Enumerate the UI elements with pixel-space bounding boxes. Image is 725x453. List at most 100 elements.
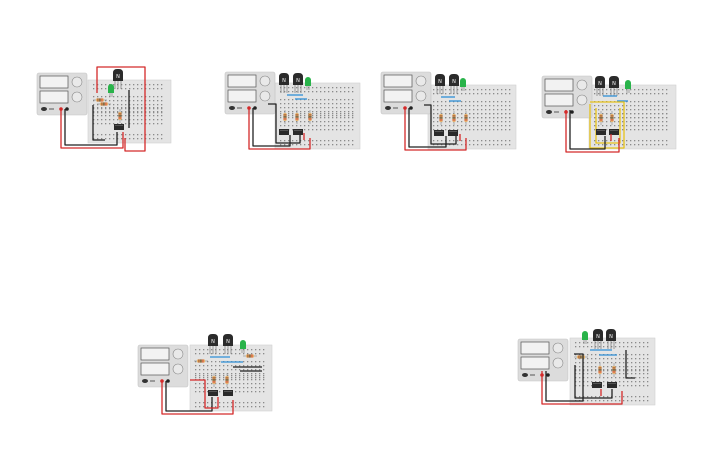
breadboard-hole	[457, 105, 459, 107]
breadboard-hole	[630, 101, 632, 103]
breadboard-hole	[666, 89, 668, 91]
resistor-band	[580, 355, 582, 359]
breadboard-hole	[630, 113, 632, 115]
breadboard-hole	[336, 121, 338, 123]
breadboard-hole	[125, 115, 127, 117]
breadboard-hole	[643, 396, 645, 398]
breadboard-hole	[223, 375, 225, 377]
resistor-band	[464, 119, 468, 121]
breadboard-hole	[109, 108, 111, 110]
breadboard-hole	[113, 96, 115, 98]
breadboard-hole	[606, 129, 608, 131]
breadboard-hole	[288, 144, 290, 146]
breadboard-hole	[259, 391, 261, 393]
breadboard-hole	[614, 140, 616, 142]
voltage-knob	[172, 348, 184, 360]
breadboard-hole	[465, 105, 467, 107]
breadboard-hole	[223, 406, 225, 408]
breadboard-hole	[247, 375, 249, 377]
breadboard-hole	[215, 379, 217, 381]
breadboard-hole	[219, 375, 221, 377]
breadboard-hole	[666, 121, 668, 123]
breadboard-hole	[109, 96, 111, 98]
breadboard-hole	[607, 358, 609, 360]
breadboard-hole	[117, 138, 119, 140]
breadboard-hole	[627, 370, 629, 372]
breadboard-hole	[259, 377, 261, 379]
breadboard-hole	[465, 109, 467, 111]
breadboard-hole	[505, 89, 507, 91]
ic-chip	[208, 390, 218, 396]
power-switch	[546, 110, 552, 114]
breadboard-hole	[489, 121, 491, 123]
breadboard-hole	[642, 140, 644, 142]
breadboard-hole	[606, 105, 608, 107]
wire-black	[569, 110, 606, 150]
breadboard-hole	[324, 144, 326, 146]
breadboard-hole	[595, 396, 597, 398]
led-dome	[108, 84, 114, 90]
power-label-mark	[554, 111, 559, 113]
breadboard-hole	[328, 121, 330, 123]
breadboard-hole	[595, 400, 597, 402]
breadboard-hole	[489, 89, 491, 91]
breadboard-hole	[635, 346, 637, 348]
breadboard-hole	[607, 377, 609, 379]
breadboard-hole	[105, 134, 107, 136]
breadboard-hole	[501, 129, 503, 131]
breadboard-hole	[461, 125, 463, 127]
breadboard-hole	[647, 358, 649, 360]
breadboard-hole	[259, 353, 261, 355]
breadboard-hole	[344, 99, 346, 101]
breadboard-hole	[113, 115, 115, 117]
breadboard-hole	[445, 121, 447, 123]
breadboard-hole	[141, 104, 143, 106]
breadboard-hole	[647, 342, 649, 344]
breadboard-hole	[133, 84, 135, 86]
breadboard-hole	[113, 107, 115, 109]
breadboard-hole	[599, 381, 601, 383]
breadboard-hole	[639, 377, 641, 379]
breadboard-hole	[598, 144, 600, 146]
breadboard-hole	[348, 99, 350, 101]
resistor-band	[464, 117, 468, 119]
breadboard-hole	[666, 125, 668, 127]
breadboard-hole	[340, 144, 342, 146]
breadboard-hole	[646, 129, 648, 131]
breadboard-hole	[320, 121, 322, 123]
breadboard-hole	[607, 370, 609, 372]
breadboard-hole	[304, 140, 306, 142]
breadboard-hole	[255, 377, 257, 379]
breadboard-hole	[121, 111, 123, 113]
breadboard-hole	[622, 109, 624, 111]
breadboard-hole	[284, 125, 286, 127]
breadboard-hole	[332, 117, 334, 119]
resistor-band	[118, 117, 122, 119]
breadboard-hole	[280, 111, 282, 113]
breadboard-hole	[308, 107, 310, 109]
breadboard-hole	[575, 346, 577, 348]
breadboard-hole	[101, 123, 103, 125]
breadboard-hole	[292, 125, 294, 127]
breadboard-hole	[646, 101, 648, 103]
breadboard-hole	[300, 113, 302, 115]
breadboard-hole	[308, 111, 310, 113]
breadboard-hole	[324, 111, 326, 113]
breadboard-hole	[650, 140, 652, 142]
resistor-band	[452, 117, 456, 119]
breadboard-hole	[587, 369, 589, 371]
breadboard-hole	[634, 121, 636, 123]
breadboard-hole	[642, 129, 644, 131]
power-label-mark	[393, 107, 398, 109]
breadboard-hole	[611, 362, 613, 364]
breadboard-hole	[207, 391, 209, 393]
wire-black	[545, 353, 584, 402]
breadboard-hole	[255, 391, 257, 393]
transistor-marking: N	[211, 339, 215, 345]
breadboard-hole	[219, 379, 221, 381]
breadboard-hole	[223, 365, 225, 367]
breadboard-hole	[626, 144, 628, 146]
breadboard-hole	[627, 354, 629, 356]
transistor	[606, 329, 616, 341]
